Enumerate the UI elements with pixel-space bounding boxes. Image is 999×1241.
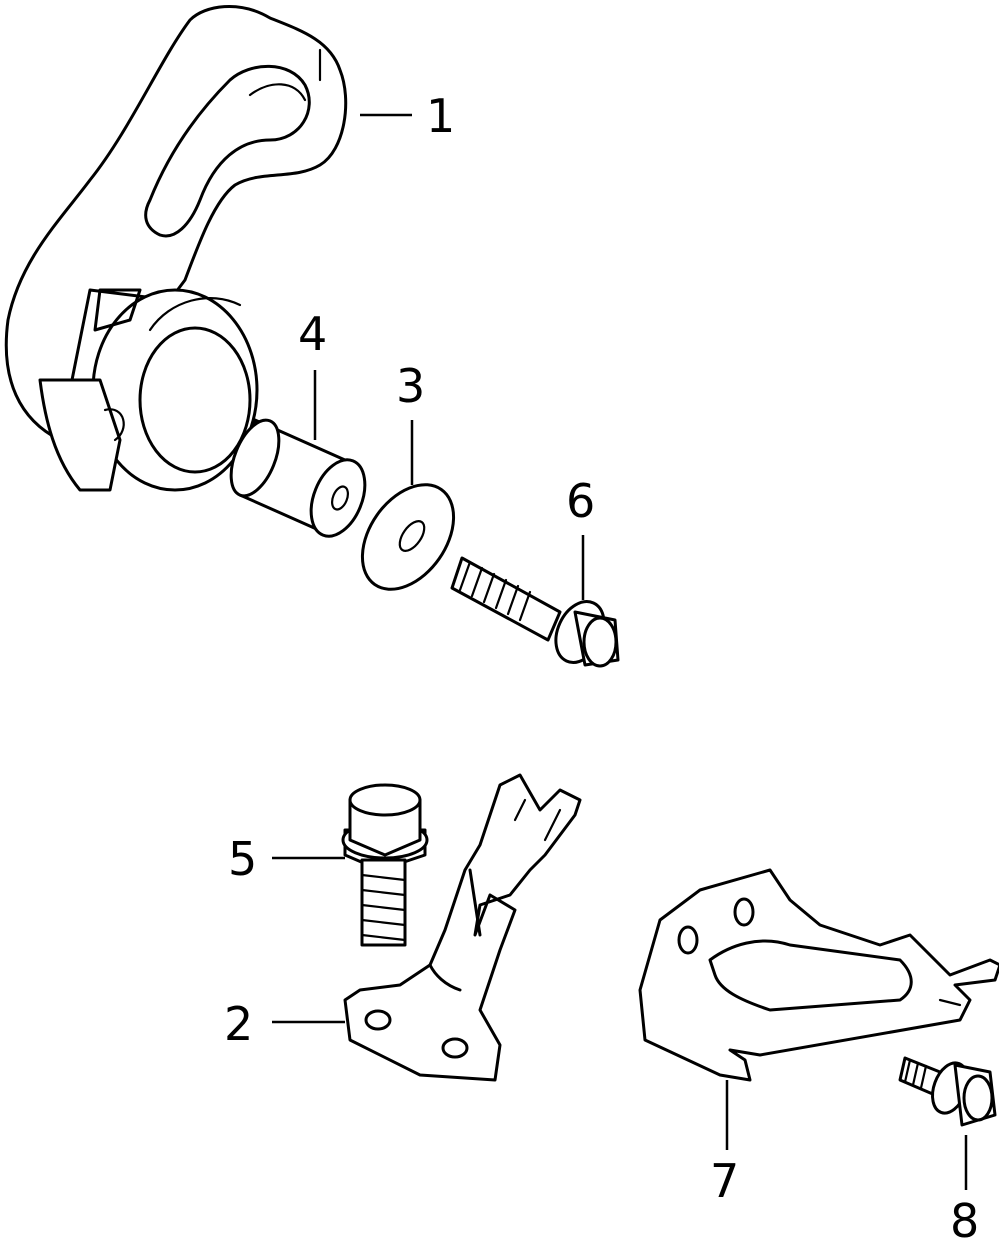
part-3-washer — [360, 483, 456, 591]
part-4-sleeve — [229, 418, 367, 538]
callout-4: 4 — [298, 307, 327, 361]
callout-1: 1 — [426, 89, 455, 143]
callout-7: 7 — [710, 1154, 739, 1208]
part-1-lever — [4, 5, 348, 492]
part-5-bolt — [341, 783, 429, 947]
callout-6: 6 — [566, 474, 595, 528]
part-7-bracket — [638, 868, 999, 1082]
callout-8: 8 — [950, 1194, 979, 1241]
part-6-bolt — [450, 556, 620, 668]
leader-lines — [272, 113, 968, 1190]
callout-2: 2 — [224, 997, 253, 1051]
callout-5: 5 — [228, 832, 257, 886]
part-8-bolt — [898, 1056, 997, 1127]
part-2-bracket — [343, 773, 582, 1082]
callout-3: 3 — [396, 359, 425, 413]
